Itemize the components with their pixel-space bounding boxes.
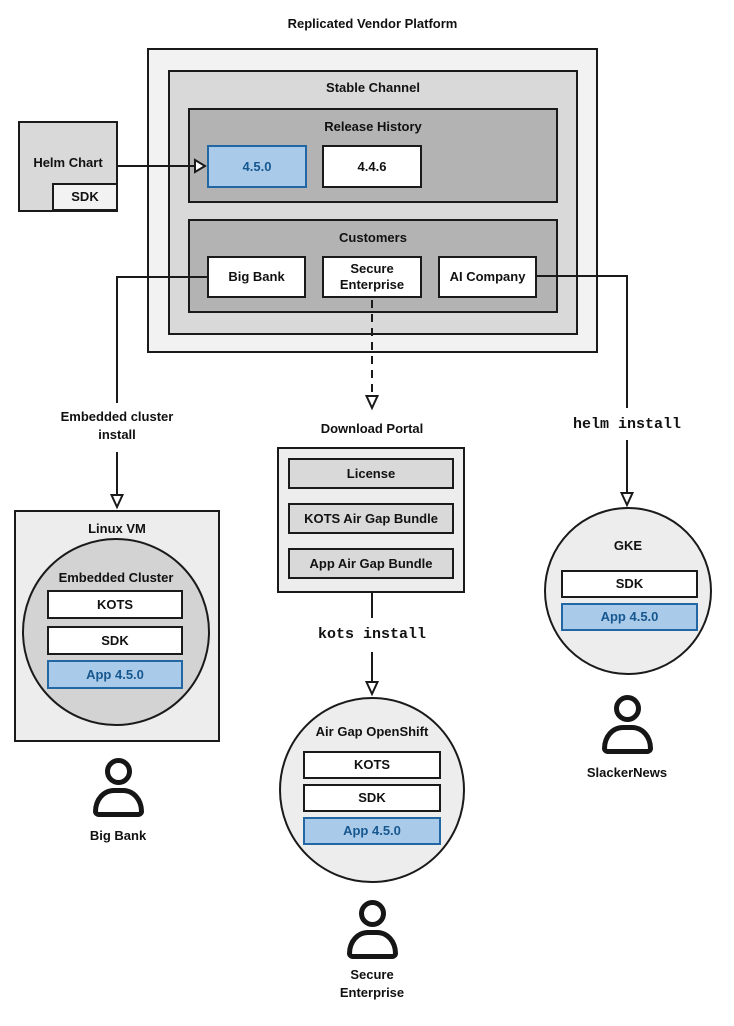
download-portal-label: Download Portal	[320, 421, 424, 436]
release-4-5-0: 4.5.0	[207, 145, 307, 188]
air-gap-arrowhead-icon	[364, 681, 380, 697]
embedded-cluster-sdk: SDK	[47, 626, 183, 655]
helm-install-command: helm install	[572, 416, 682, 433]
user-torso-icon	[92, 788, 144, 817]
stable-channel-label: Stable Channel	[326, 80, 420, 95]
gke-app: App 4.5.0	[561, 603, 698, 631]
user-head-icon	[613, 695, 641, 722]
download-portal-kots-bundle: KOTS Air Gap Bundle	[288, 503, 454, 534]
customer-secure-enterprise: Secure Enterprise	[322, 256, 422, 298]
helm-chart-sdk-box: SDK	[52, 183, 118, 211]
air-gap-app: App 4.5.0	[303, 817, 441, 845]
kots-install-command: kots install	[317, 626, 427, 643]
download-portal-app-bundle: App Air Gap Bundle	[288, 548, 454, 579]
gke-sdk: SDK	[561, 570, 698, 598]
embedded-cluster-kots: KOTS	[47, 590, 183, 619]
diagram-title: Replicated Vendor Platform	[287, 16, 458, 31]
user-torso-icon	[346, 930, 398, 959]
user-head-icon	[104, 758, 132, 785]
gke-label: GKE	[613, 538, 643, 553]
embedded-cluster-app: App 4.5.0	[47, 660, 183, 689]
release-4-4-6: 4.4.6	[322, 145, 422, 188]
air-gap-kots: KOTS	[303, 751, 441, 779]
slackernews-user-icon	[599, 695, 655, 757]
air-gap-sdk: SDK	[303, 784, 441, 812]
customer-big-bank: Big Bank	[207, 256, 306, 298]
customer-ai-company: AI Company	[438, 256, 537, 298]
helm-chart-label: Helm Chart	[33, 155, 103, 170]
linux-vm-label: Linux VM	[88, 521, 146, 536]
persona-big-bank-label: Big Bank	[89, 828, 147, 843]
customers-label: Customers	[339, 230, 407, 245]
linux-vm-arrowhead-icon	[109, 494, 125, 510]
release-history-label: Release History	[324, 119, 422, 134]
download-portal-license: License	[288, 458, 454, 489]
gke-arrowhead-icon	[619, 492, 635, 508]
persona-slackernews-label: SlackerNews	[586, 765, 668, 780]
embedded-cluster-label: Embedded Cluster	[58, 570, 174, 585]
user-torso-icon	[601, 725, 653, 754]
air-gap-openshift-label: Air Gap OpenShift	[315, 724, 429, 739]
embedded-install-label: Embedded cluster install	[60, 409, 174, 442]
user-head-icon	[358, 900, 386, 927]
big-bank-user-icon	[90, 758, 146, 820]
secure-enterprise-user-icon	[344, 900, 400, 962]
download-portal-arrowhead-icon	[364, 395, 380, 411]
persona-secure-enterprise-label: Secure Enterprise	[339, 967, 405, 1000]
